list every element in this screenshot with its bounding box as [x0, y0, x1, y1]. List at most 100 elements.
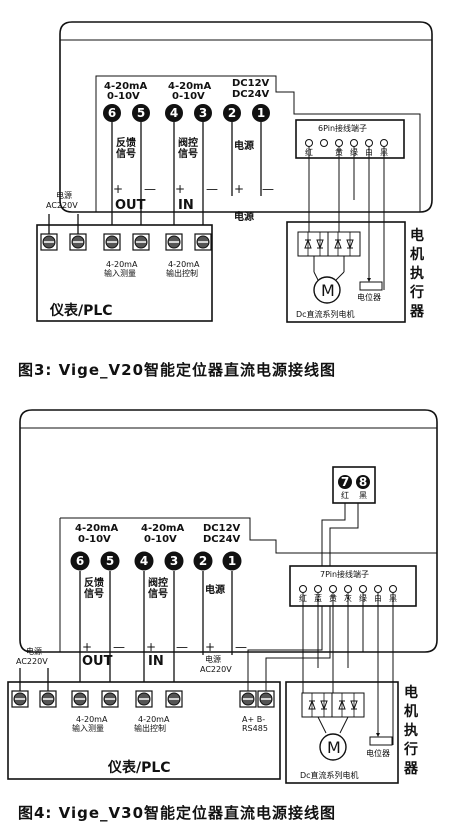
svg-text:电源: 电源	[205, 583, 225, 596]
terminal-5: 5	[132, 104, 150, 122]
svg-text:—: —	[113, 640, 125, 654]
svg-text:4-20mA: 4-20mA	[138, 715, 170, 724]
svg-text:4-20mA: 4-20mA	[168, 260, 200, 269]
terminal-8: 8	[356, 475, 370, 489]
svg-text:1: 1	[228, 554, 236, 568]
svg-text:0-10V: 0-10V	[144, 534, 177, 545]
terminal-5: 5	[100, 551, 120, 571]
svg-text:机: 机	[410, 246, 424, 263]
svg-text:执: 执	[404, 722, 418, 739]
svg-text:AC220V: AC220V	[16, 657, 48, 666]
svg-text:+: +	[146, 640, 156, 654]
svg-text:5: 5	[106, 554, 114, 568]
svg-text:输入测量: 输入测量	[72, 723, 104, 733]
range-a-bot: 0-10V	[107, 91, 140, 102]
svg-text:行: 行	[409, 284, 424, 301]
plc-label: 仪表/PLC	[49, 302, 113, 319]
plc-box	[36, 224, 213, 322]
svg-text:电源: 电源	[26, 646, 42, 656]
svg-text:OUT: OUT	[82, 654, 113, 669]
svg-text:6: 6	[108, 106, 116, 120]
potentiometer-icon	[369, 736, 393, 746]
svg-text:+: +	[205, 640, 215, 654]
svg-text:4: 4	[170, 106, 178, 120]
svg-text:+: +	[175, 182, 185, 196]
ac-source-label-1: 电源	[56, 190, 72, 200]
valve-ctrl-label-1: 阀控	[178, 136, 198, 149]
terminal-6: 6	[70, 551, 90, 571]
svg-text:—: —	[235, 640, 247, 654]
terminal-1: 1	[222, 551, 242, 571]
svg-text:2: 2	[228, 106, 236, 120]
motor-icon	[319, 733, 347, 761]
in-label: IN	[178, 198, 194, 213]
range-a-top: 4-20mA	[104, 81, 147, 92]
svg-text:器: 器	[409, 304, 425, 320]
terminal-4: 4	[165, 104, 183, 122]
range-b-top: 4-20mA	[168, 81, 211, 92]
motor-icon	[313, 276, 341, 304]
svg-text:M: M	[321, 281, 335, 300]
svg-text:4-20mA: 4-20mA	[75, 523, 118, 534]
svg-text:3: 3	[199, 106, 207, 120]
terminal-3: 3	[194, 104, 212, 122]
svg-text:DC24V: DC24V	[203, 534, 241, 545]
valve-ctrl-label-2: 信号	[178, 147, 198, 160]
out-label: OUT	[115, 198, 146, 213]
svg-text:IN: IN	[148, 654, 164, 669]
svg-text:8: 8	[359, 475, 367, 489]
input-measure-label: 输入测量	[104, 268, 136, 278]
svg-text:信号: 信号	[148, 587, 168, 600]
power-label: 电源	[234, 139, 254, 152]
svg-text:4: 4	[140, 554, 148, 568]
svg-text:电: 电	[410, 227, 424, 244]
rs485-label: RS485	[242, 724, 268, 733]
dc-top: DC12V	[232, 78, 270, 89]
svg-text:M: M	[327, 738, 341, 757]
terminal-6: 6	[103, 104, 121, 122]
svg-text:反馈: 反馈	[84, 576, 104, 589]
svg-text:7: 7	[341, 475, 349, 489]
rs485-pins: A+ B-	[242, 715, 265, 724]
svg-text:0-10V: 0-10V	[78, 534, 111, 545]
svg-text:机: 机	[404, 703, 418, 720]
svg-text:3: 3	[170, 554, 178, 568]
svg-text:5: 5	[137, 106, 145, 120]
figure-3: 4-20mA 0-10V 4-20mA 0-10V DC12V DC24V 6 …	[18, 21, 433, 379]
svg-text:4-20mA: 4-20mA	[106, 260, 138, 269]
feedback-label-1: 反馈	[116, 136, 136, 149]
figure-3-caption: 图3: Vige_V20智能定位器直流电源接线图	[18, 361, 336, 379]
svg-text:4-20mA: 4-20mA	[141, 523, 184, 534]
svg-text:—: —	[262, 182, 274, 196]
svg-text:电: 电	[404, 684, 418, 701]
svg-text:+: +	[113, 182, 123, 196]
feedback-label-2: 信号	[116, 147, 136, 160]
svg-text:AC220V: AC220V	[200, 665, 232, 674]
svg-text:4-20mA: 4-20mA	[76, 715, 108, 724]
dc-bot: DC24V	[232, 89, 270, 100]
svg-text:Dc直流系列电机: Dc直流系列电机	[300, 770, 359, 780]
svg-text:器: 器	[403, 761, 419, 777]
svg-text:—: —	[206, 182, 218, 196]
pin-title: 6Pin接线端子	[318, 123, 367, 133]
potentiometer-icon	[359, 281, 383, 291]
pin-connector-6	[295, 119, 405, 159]
svg-text:6: 6	[76, 554, 84, 568]
range-b-bot: 0-10V	[172, 91, 205, 102]
svg-text:2: 2	[199, 554, 207, 568]
svg-text:+: +	[82, 640, 92, 654]
figure-4-caption: 图4: Vige_V30智能定位器直流电源接线图	[18, 804, 336, 822]
svg-text:电位器: 电位器	[366, 748, 390, 758]
svg-text:执: 执	[410, 265, 424, 282]
svg-text:黑: 黑	[359, 491, 367, 500]
terminal-4: 4	[134, 551, 154, 571]
svg-text:红: 红	[341, 490, 349, 500]
svg-text:电源: 电源	[205, 654, 221, 664]
svg-text:—: —	[144, 182, 156, 196]
terminal-7: 7	[338, 475, 352, 489]
terminal-2: 2	[193, 551, 213, 571]
terminal-1: 1	[252, 104, 270, 122]
svg-text:DC12V: DC12V	[203, 523, 241, 534]
svg-text:信号: 信号	[84, 587, 104, 600]
